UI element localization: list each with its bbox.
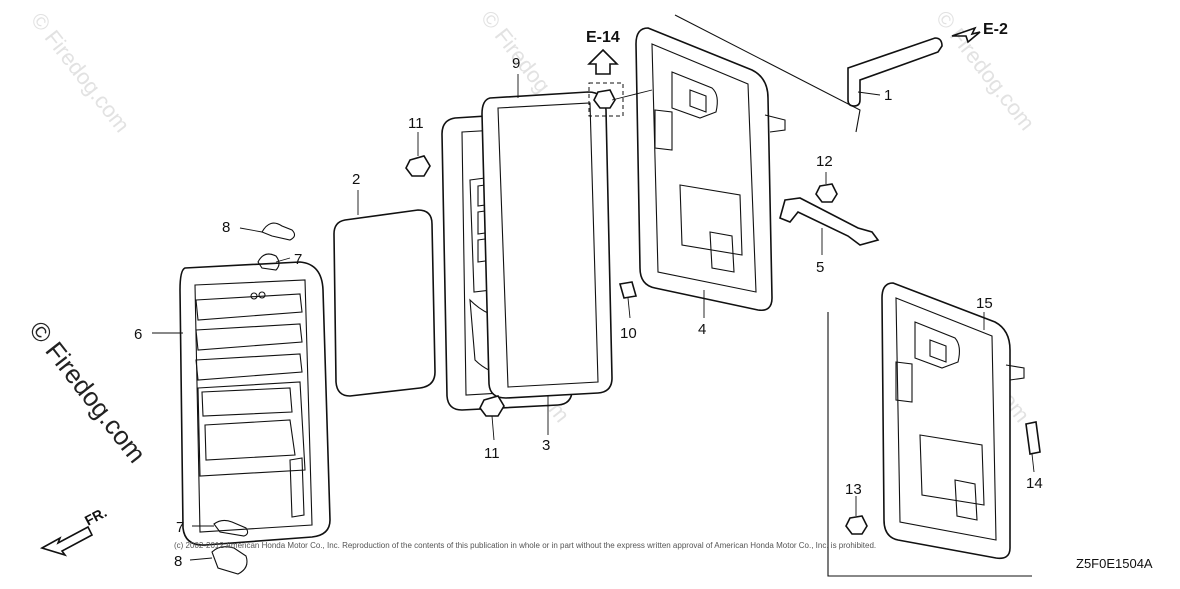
part-11-nut-bottom <box>479 395 505 417</box>
copyright-notice: (c) 2002-2012 American Honda Motor Co., … <box>174 541 876 550</box>
label-part-4: 4 <box>698 321 706 338</box>
label-part-3: 3 <box>542 437 550 454</box>
part-10-grommet <box>618 281 638 299</box>
part-7-clip-bottom <box>213 519 249 537</box>
label-part-11-bottom: 11 <box>484 445 500 462</box>
label-part-10: 10 <box>620 325 637 342</box>
watermark-main: © Firedog.com <box>23 315 152 468</box>
label-part-2: 2 <box>352 171 360 188</box>
part-5-stay <box>779 197 880 246</box>
part-4-back-plate <box>635 14 861 312</box>
watermark-1: © Firedog.com <box>26 8 135 137</box>
front-indicator: FR. <box>39 504 109 557</box>
label-part-5: 5 <box>816 259 824 276</box>
ref-e2: E-2 <box>951 21 1008 44</box>
part-8-clip-bottom <box>211 546 248 575</box>
label-part-9: 9 <box>512 55 520 72</box>
part-14-collar <box>1025 421 1041 455</box>
label-part-8-top: 8 <box>222 219 230 236</box>
label-part-7-bottom: 7 <box>176 519 184 536</box>
label-part-14: 14 <box>1026 475 1043 492</box>
label-part-15: 15 <box>976 295 993 312</box>
front-arrow-icon <box>39 525 94 557</box>
ref-e14-box <box>588 82 624 117</box>
part-9-gasket <box>481 91 613 399</box>
label-part-8-bottom: 8 <box>174 553 182 570</box>
label-part-1: 1 <box>884 87 892 104</box>
ref-e14-arrow <box>587 48 619 75</box>
small-parts <box>211 89 1041 575</box>
part-7-clip-top <box>257 253 280 271</box>
ref-e2-label: E-2 <box>983 21 1008 38</box>
ref-e14: E-14 <box>586 29 624 117</box>
leader-lines <box>152 74 1035 561</box>
label-part-13: 13 <box>845 481 862 498</box>
part-6-cover <box>179 261 331 546</box>
part-labels: 1 2 3 4 5 6 7 8 7 8 9 10 11 11 12 13 14 … <box>134 55 1043 570</box>
part-8-clip-top <box>261 222 296 241</box>
part-13-nut <box>845 515 868 535</box>
ref-e2-arrow <box>951 26 981 44</box>
part-11-nut-top <box>405 155 431 177</box>
label-part-6: 6 <box>134 326 142 343</box>
part-2-filter <box>333 209 436 397</box>
front-label: FR. <box>82 504 109 529</box>
ref-e14-label: E-14 <box>586 29 620 46</box>
label-part-7-top: 7 <box>294 251 302 268</box>
label-part-11-top: 11 <box>408 115 424 132</box>
label-part-12: 12 <box>816 153 833 170</box>
part-12-nut <box>815 183 838 203</box>
part-15-back-plate <box>881 282 1025 560</box>
e14-nut <box>593 89 616 109</box>
alt-assembly-bracket <box>827 312 1032 577</box>
diagram-code: Z5F0E1504A <box>1076 556 1153 571</box>
part-1-tube <box>847 37 943 107</box>
